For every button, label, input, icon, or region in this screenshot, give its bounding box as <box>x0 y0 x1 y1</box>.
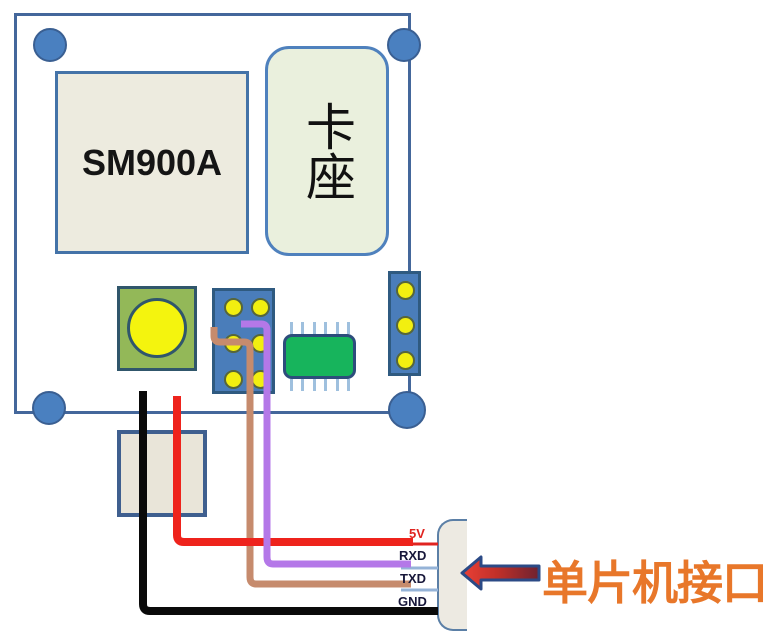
uart-pin-header <box>212 288 275 394</box>
power-connector-block <box>117 430 207 517</box>
header-pin <box>396 316 415 335</box>
header-pin <box>396 351 415 370</box>
mounting-hole-top-left <box>33 28 67 62</box>
header-pin <box>251 298 270 317</box>
mounting-hole-top-right <box>387 28 421 62</box>
header-pin <box>251 334 270 353</box>
connector-housing <box>437 519 467 631</box>
header-pin <box>224 370 243 389</box>
power-button-cap <box>127 298 187 358</box>
header-pin <box>224 298 243 317</box>
sim-card-slot: 卡座 <box>265 46 389 256</box>
pin-label-5v: 5V <box>409 526 425 541</box>
gsm-chip-label: SM900A <box>81 141 223 183</box>
mounting-hole-bottom-left <box>32 391 66 425</box>
pin-label-rxd: RXD <box>399 548 427 563</box>
ic-pins-top <box>290 322 350 334</box>
sim-card-slot-label: 卡座 <box>299 101 355 201</box>
pin-label-txd: TXD <box>400 571 426 586</box>
gsm-chip: SM900A <box>55 71 249 254</box>
pin-label-gnd: GND <box>398 594 427 609</box>
header-pin <box>396 281 415 300</box>
power-button <box>117 286 197 371</box>
gsm-module-board: SM900A 卡座 <box>14 13 426 429</box>
ic-pins-bottom <box>290 379 350 391</box>
aux-pin-header <box>388 271 421 376</box>
wire-5v <box>173 396 413 546</box>
header-pin <box>251 370 270 389</box>
mounting-hole-bottom-right <box>388 391 426 429</box>
left-arrow-icon <box>458 554 542 592</box>
header-pin <box>224 334 243 353</box>
ic-chip <box>283 334 356 379</box>
mcu-interface-label: 单片机接口 <box>542 557 768 609</box>
